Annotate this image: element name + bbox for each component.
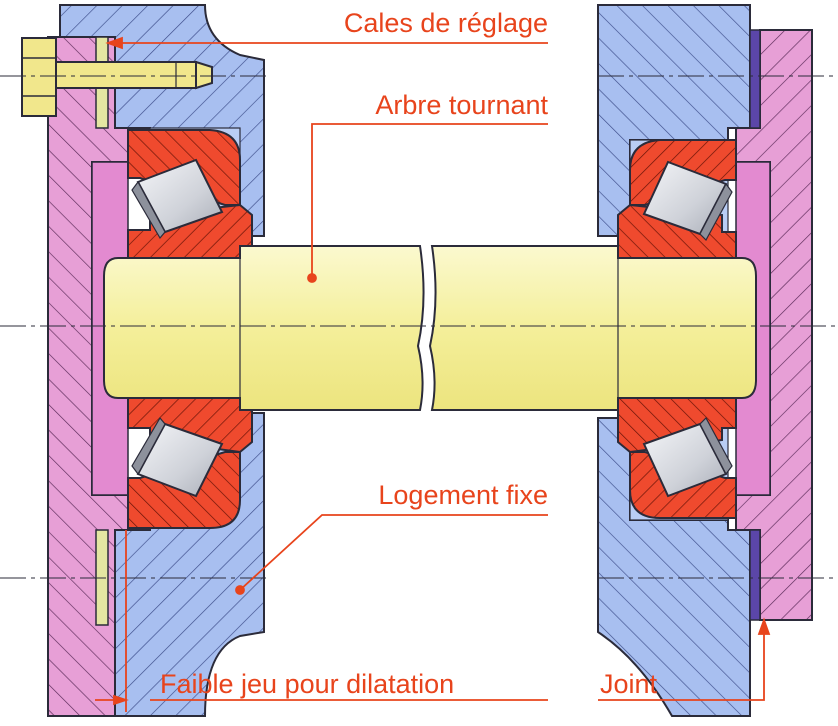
- rotating-shaft: [103, 245, 757, 411]
- tapered-roller-icon: [131, 416, 224, 498]
- leader-lines: [95, 36, 771, 712]
- bolt-icon: [21, 37, 213, 117]
- right-housing-lower: [597, 417, 751, 717]
- label-joint: Joint: [600, 669, 658, 699]
- center-lines: [0, 75, 838, 579]
- label-cales-de-reglage: Cales de réglage: [344, 8, 548, 38]
- seal-joint-lower: [749, 529, 761, 621]
- label-logement-fixe: Logement fixe: [378, 480, 548, 510]
- tapered-roller-icon: [642, 160, 733, 241]
- label-faible-jeu-pour-dilatation: Faible jeu pour dilatation: [160, 669, 454, 699]
- tapered-roller-icon: [131, 158, 224, 240]
- label-arbre-tournant: Arbre tournant: [375, 90, 548, 120]
- seal-joint-upper: [749, 29, 761, 129]
- tapered-roller-icon: [642, 417, 733, 498]
